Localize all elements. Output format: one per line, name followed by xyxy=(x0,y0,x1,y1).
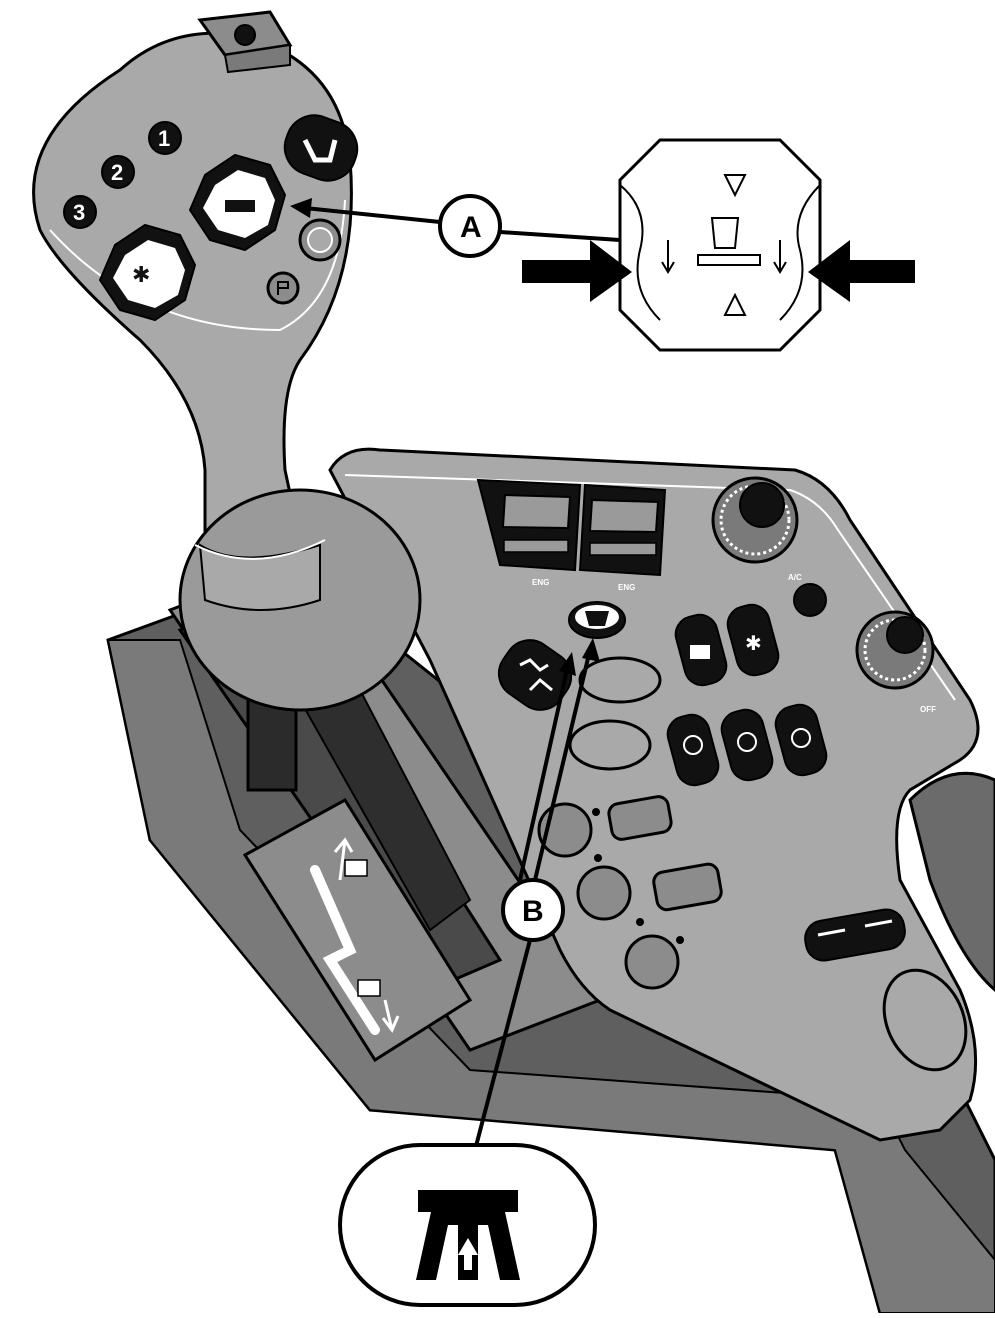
shift-pattern-path xyxy=(310,865,380,1035)
indicator-dot-1 xyxy=(592,808,600,816)
mode-button-2[interactable] xyxy=(576,865,632,921)
svg-text:1: 1 xyxy=(158,126,170,151)
svg-text:✱: ✱ xyxy=(132,262,150,287)
park-button[interactable] xyxy=(266,271,300,305)
defrost-button[interactable]: ✱ xyxy=(724,601,783,679)
callout-b-leader-up xyxy=(533,649,592,881)
climate-knob-label: A/C xyxy=(788,573,802,582)
creeper-rocker[interactable] xyxy=(802,907,907,964)
callout-b-leader-left xyxy=(518,664,570,881)
mode-button-3[interactable] xyxy=(624,934,680,990)
mode-indicator-1 xyxy=(607,795,673,841)
shuttle-reverse-button[interactable] xyxy=(277,107,365,188)
svg-text:2: 2 xyxy=(111,160,123,185)
callout-b: B xyxy=(501,878,565,942)
callout-a-leader-to-button xyxy=(304,206,441,224)
fan-knob[interactable]: OFF xyxy=(855,610,936,714)
callout-b-arrowhead-left-icon xyxy=(559,652,576,676)
switch-label-left: ENG xyxy=(532,578,549,587)
implement-function-octagon-button[interactable]: ✱ xyxy=(98,223,197,322)
callout-a-label: A xyxy=(460,211,482,244)
joystick-top-block xyxy=(197,10,293,74)
inset-a-press-arrow-right-icon xyxy=(808,240,915,302)
mode-indicator-2 xyxy=(652,862,723,912)
svg-text:✱: ✱ xyxy=(745,633,762,655)
shift-down-arrow-icon xyxy=(381,999,400,1033)
blank-slot-2 xyxy=(568,719,652,771)
joystick-neck-band xyxy=(194,539,326,560)
blank-slot-1 xyxy=(578,656,662,704)
inset-a-down-triangle-icon xyxy=(723,292,747,316)
callout-b-label: B xyxy=(522,895,544,928)
inset-a-hitch-icon xyxy=(697,217,761,266)
ac-button[interactable] xyxy=(793,583,827,617)
beacon-button[interactable] xyxy=(664,711,723,789)
fan-knob-label: OFF xyxy=(920,705,936,714)
hitch-octagon-button[interactable] xyxy=(188,153,287,252)
svg-text:3: 3 xyxy=(73,200,85,225)
console-front-face xyxy=(106,639,995,1314)
switch-label-right: ENG xyxy=(618,583,635,592)
inset-a-right-arrow-icon xyxy=(773,240,787,274)
inset-b-transport-button-detail xyxy=(338,1143,597,1307)
seat-button[interactable] xyxy=(489,630,581,719)
road-transport-button[interactable] xyxy=(568,601,626,639)
inset-a-left-arrow-icon xyxy=(661,240,675,274)
indicator-dot-2 xyxy=(594,854,602,862)
inset-b-road-transport-icon xyxy=(416,1190,520,1280)
engine-rocker-switch-right[interactable]: ENG xyxy=(578,483,667,592)
joystick-key-1[interactable]: 1 xyxy=(148,121,182,155)
callout-b-arrowhead-up-icon xyxy=(582,638,600,662)
inset-a-hitch-button-detail xyxy=(522,138,915,352)
control-panel-edge xyxy=(344,474,956,701)
callout-a-leader-to-inset xyxy=(499,230,621,242)
work-light-button[interactable] xyxy=(672,611,731,689)
callout-a: A xyxy=(438,194,502,258)
mirror-button[interactable] xyxy=(772,701,831,779)
control-panel xyxy=(328,447,980,1142)
shift-hitch-icon-bottom xyxy=(357,979,381,997)
joystick-key-3[interactable]: 3 xyxy=(63,195,97,229)
joystick-key-2[interactable]: 2 xyxy=(101,155,135,189)
hitch-button-a-target[interactable] xyxy=(298,218,342,262)
shift-pattern-plate xyxy=(242,798,473,1063)
shift-up-arrow-icon xyxy=(333,837,354,881)
callout-a-arrowhead-icon xyxy=(290,198,312,218)
inset-a-up-triangle-icon xyxy=(723,174,747,198)
indicator-dot-4 xyxy=(676,936,684,944)
callout-b-leader-down xyxy=(473,939,532,1151)
indicator-dot-3 xyxy=(636,918,644,926)
armrest-button[interactable] xyxy=(869,957,982,1083)
hazard-button[interactable] xyxy=(718,706,777,784)
engine-rocker-switch-left[interactable]: ENG xyxy=(476,478,582,587)
inset-a-press-arrow-left-icon xyxy=(522,240,632,302)
shift-hitch-icon-top xyxy=(344,859,368,877)
climate-knob[interactable]: A/C xyxy=(711,476,802,582)
